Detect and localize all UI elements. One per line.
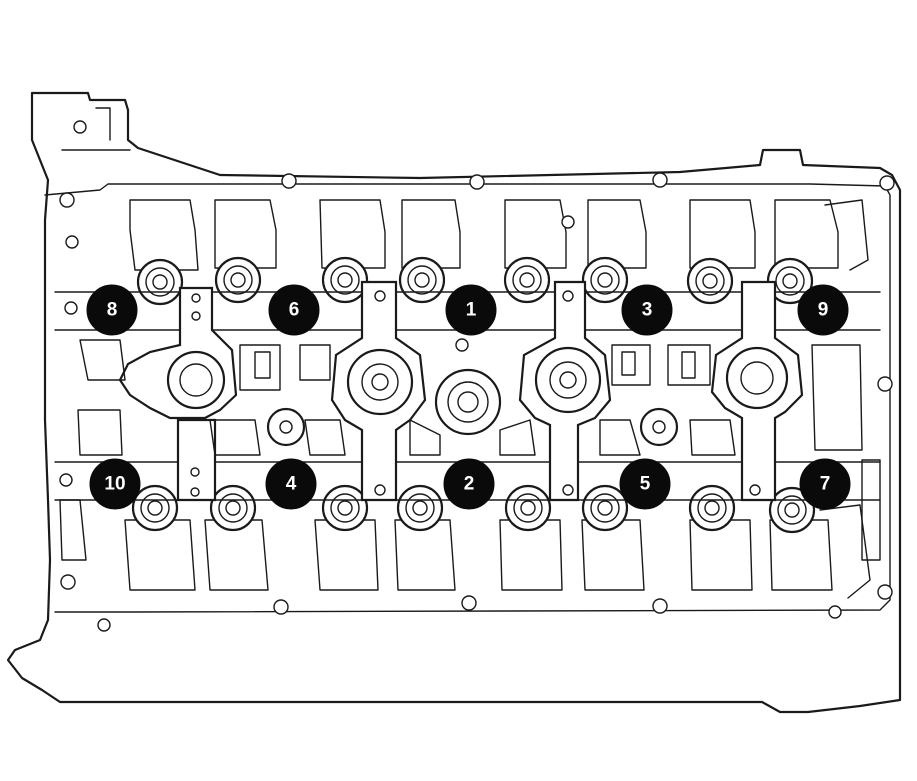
cylinder-head-web [59,339,881,561]
svg-text:4: 4 [286,474,297,495]
marker-9: 9 [797,284,849,336]
marker-2: 2 [443,458,495,510]
marker-4: 4 [265,458,317,510]
marker-3: 3 [621,284,673,336]
svg-text:10: 10 [104,474,125,495]
marker-1: 1 [445,284,497,336]
sequence-markers: 8 6 1 3 9 10 4 2 5 7 [86,284,851,510]
bearing-caps [118,215,804,502]
svg-text:9: 9 [818,300,829,321]
lower-valve-springs [131,484,816,534]
upper-valve-pockets [129,199,869,271]
svg-text:2: 2 [464,474,475,495]
svg-text:6: 6 [289,300,300,321]
marker-10: 10 [89,458,141,510]
svg-text:8: 8 [107,300,118,321]
svg-text:3: 3 [642,300,653,321]
marker-7: 7 [799,458,851,510]
svg-text:5: 5 [640,474,651,495]
svg-text:7: 7 [820,474,831,495]
marker-5: 5 [619,458,671,510]
marker-8: 8 [86,284,138,336]
marker-6: 6 [268,284,320,336]
svg-text:1: 1 [466,300,477,321]
rim-bolt-holes [59,120,895,632]
